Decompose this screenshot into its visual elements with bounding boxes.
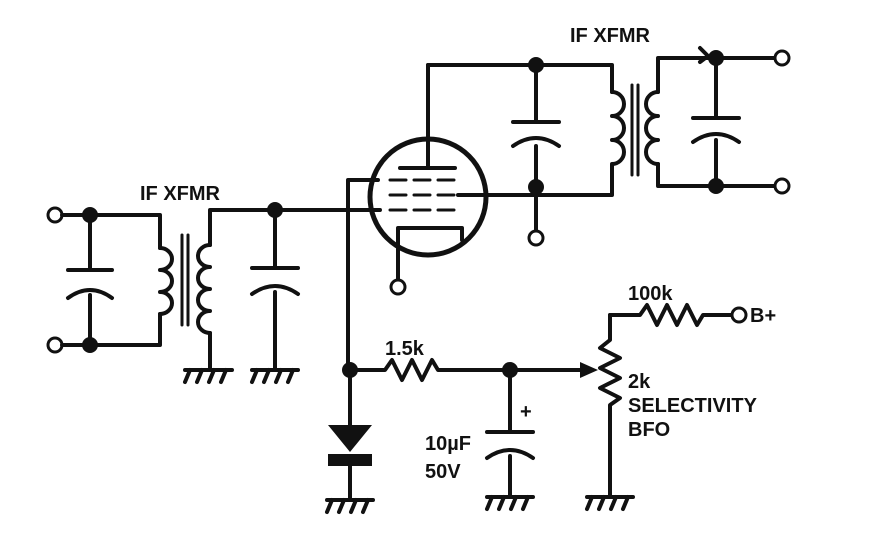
- junction-dot: [708, 178, 724, 194]
- output-cap-plate-bottom: [691, 132, 741, 144]
- output-terminal-bottom: [773, 177, 791, 195]
- resistor-1-5k: [348, 358, 582, 382]
- grid-cap-plate-bottom: [250, 284, 300, 296]
- ground-symbol: [585, 495, 635, 511]
- adjust-arrow: [698, 46, 710, 64]
- junction-dot: [82, 207, 98, 223]
- output-if-transformer-section: IF XFMR: [426, 25, 791, 247]
- potentiometer-2k: [598, 313, 622, 499]
- electrolytic-cap-plate-bottom: [485, 448, 535, 460]
- cap-polarity-label: +: [520, 401, 532, 423]
- pot-name-label-2: BFO: [628, 419, 670, 441]
- pot-value-label: 2k: [628, 371, 651, 393]
- tank-cap-plate-bottom: [511, 136, 561, 148]
- b-plus-tap-terminal: [527, 229, 545, 247]
- vacuum-tube: [273, 63, 538, 372]
- ground-symbol: [485, 495, 535, 511]
- selectivity-bfo-network: 1.5k + 10µF 50V B+ 100k 2k SELECTIVITY B…: [325, 283, 776, 514]
- secondary-winding-right: [644, 90, 660, 166]
- output-secondary-bottom: [656, 162, 777, 188]
- cap-value-label: 10µF: [425, 433, 471, 455]
- ground-symbol: [250, 368, 300, 384]
- r1-label: 1.5k: [385, 338, 425, 360]
- transformer-core-left: [180, 233, 190, 327]
- junction-dot: [708, 50, 724, 66]
- diode-cathode-bar: [328, 454, 372, 466]
- primary-winding-left: [158, 246, 174, 316]
- r2-label: 100k: [628, 283, 673, 305]
- input-if-transformer-section: IF XFMR: [46, 183, 300, 384]
- pot-wiper-arrow: [580, 362, 598, 378]
- junction-dot: [528, 179, 544, 195]
- input-bottom-wire: [60, 313, 162, 347]
- if-xfmr-right-label: IF XFMR: [570, 25, 651, 47]
- input-top-wire: [60, 213, 162, 250]
- output-secondary-top: [656, 56, 777, 94]
- pot-name-label-1: SELECTIVITY: [628, 395, 758, 417]
- output-bottom-wire: [534, 163, 614, 197]
- output-terminal-top: [773, 49, 791, 67]
- if-xfmr-left-label: IF XFMR: [140, 183, 221, 205]
- screen-bfo-wire: [346, 178, 380, 372]
- b-plus-terminal: [730, 306, 748, 324]
- junction-dot: [82, 337, 98, 353]
- junction-dot: [528, 57, 544, 73]
- input-cap-plate-bottom: [66, 288, 114, 300]
- cathode: [396, 226, 464, 242]
- secondary-winding-left: [196, 243, 212, 335]
- output-top-wire: [426, 63, 614, 94]
- transformer-core-right: [630, 83, 640, 177]
- secondary-top-wire: [208, 208, 277, 247]
- primary-winding-right: [610, 90, 626, 166]
- input-terminal-top: [46, 206, 64, 224]
- cap-voltage-label: 50V: [425, 461, 461, 483]
- diode-triangle: [328, 425, 372, 452]
- cathode-terminal: [389, 278, 407, 296]
- ground-symbol: [325, 498, 375, 514]
- input-terminal-bottom: [46, 336, 64, 354]
- b-plus-label: B+: [750, 305, 776, 327]
- ground-symbol: [183, 368, 234, 384]
- resistor-100k: [608, 303, 734, 327]
